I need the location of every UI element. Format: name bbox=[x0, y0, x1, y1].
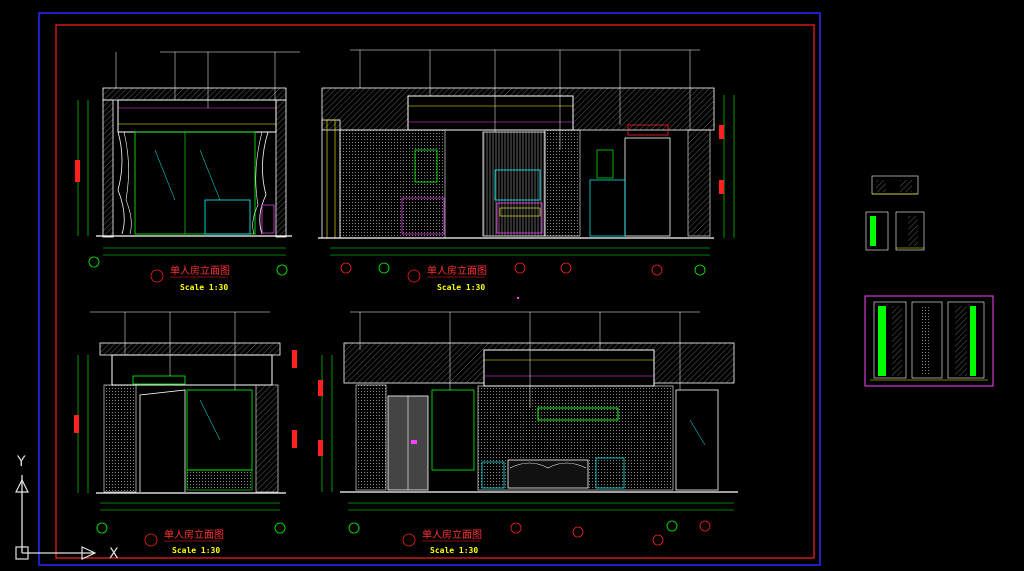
section-marker bbox=[651, 264, 663, 276]
outer-frame bbox=[38, 12, 821, 566]
ceiling-trough bbox=[483, 349, 655, 387]
detail-thumbnail-small[interactable] bbox=[865, 175, 925, 251]
side-table bbox=[595, 457, 625, 489]
ucs-y-label: Y bbox=[16, 454, 26, 470]
elevation-b[interactable]: 单人房立面图 Scale 1:30 bbox=[318, 49, 735, 292]
mirror bbox=[414, 149, 438, 183]
left-wall bbox=[103, 384, 137, 493]
section-marker bbox=[699, 520, 711, 532]
section-marker bbox=[666, 520, 678, 532]
door-frame bbox=[624, 137, 671, 237]
section-marker bbox=[514, 262, 526, 274]
elevation-d[interactable]: 单人房立面图 Scale 1:30 bbox=[318, 311, 738, 555]
section-marker bbox=[572, 526, 584, 538]
wall-panel bbox=[339, 129, 446, 239]
right-wall bbox=[687, 129, 711, 237]
pick-mark bbox=[517, 297, 519, 299]
elevation-scale: Scale 1:30 bbox=[430, 546, 478, 555]
sofa bbox=[507, 459, 589, 489]
chair bbox=[261, 204, 275, 234]
section-marker bbox=[88, 256, 100, 268]
window-glazing bbox=[134, 131, 256, 235]
section-marker bbox=[96, 522, 108, 534]
ucs-x-label: X bbox=[109, 546, 119, 562]
glass-panel bbox=[186, 389, 253, 471]
ucs-axis-icon bbox=[15, 475, 97, 560]
title-marker bbox=[402, 533, 416, 547]
elevation-a[interactable]: 单人房立面图 Scale 1:30 bbox=[75, 51, 300, 292]
ceiling-trough bbox=[407, 95, 574, 131]
section-marker bbox=[560, 262, 572, 274]
section-marker bbox=[340, 262, 352, 274]
section-marker bbox=[348, 522, 360, 534]
inner-frame bbox=[55, 24, 815, 559]
curtain-box bbox=[117, 99, 277, 133]
elevation-title: 单人房立面图 bbox=[427, 264, 487, 277]
glass-panel bbox=[431, 389, 475, 471]
right-wall bbox=[255, 384, 279, 493]
bed-headboard bbox=[482, 131, 546, 237]
left-wall bbox=[102, 99, 114, 238]
title-marker bbox=[407, 269, 421, 283]
section-marker bbox=[510, 522, 522, 534]
title-marker bbox=[144, 533, 158, 547]
elevation-scale: Scale 1:30 bbox=[172, 546, 220, 555]
ceiling-trough bbox=[111, 354, 273, 386]
section-marker bbox=[694, 264, 706, 276]
tv-shelf bbox=[537, 407, 619, 421]
ceiling-band bbox=[99, 342, 281, 356]
title-marker bbox=[150, 269, 164, 283]
door-opening bbox=[139, 389, 186, 492]
section-marker bbox=[652, 534, 664, 546]
elevation-c[interactable]: 单人房立面图 Scale 1:30 bbox=[74, 311, 297, 555]
desk bbox=[204, 199, 251, 235]
section-marker bbox=[274, 522, 286, 534]
elevation-scale: Scale 1:30 bbox=[437, 283, 485, 292]
curtain-right bbox=[259, 131, 269, 235]
side-table bbox=[481, 461, 505, 489]
section-marker bbox=[276, 264, 288, 276]
elevation-title: 单人房立面图 bbox=[422, 528, 482, 541]
curtain-left bbox=[117, 131, 125, 235]
detail-thumbnail-large[interactable] bbox=[864, 295, 994, 387]
right-wall bbox=[275, 99, 287, 238]
ceiling-band bbox=[102, 87, 287, 101]
vanity bbox=[401, 197, 445, 235]
elevation-title: 单人房立面图 bbox=[170, 264, 230, 277]
section-marker bbox=[378, 262, 390, 274]
bedside bbox=[496, 202, 543, 234]
mirror-panel bbox=[675, 389, 719, 491]
left-column bbox=[321, 119, 341, 239]
wall-panel-right bbox=[544, 129, 581, 237]
wardrobe bbox=[589, 179, 626, 237]
elevation-scale: Scale 1:30 bbox=[180, 283, 228, 292]
left-wall bbox=[355, 384, 387, 491]
elevation-title: 单人房立面图 bbox=[164, 528, 224, 541]
